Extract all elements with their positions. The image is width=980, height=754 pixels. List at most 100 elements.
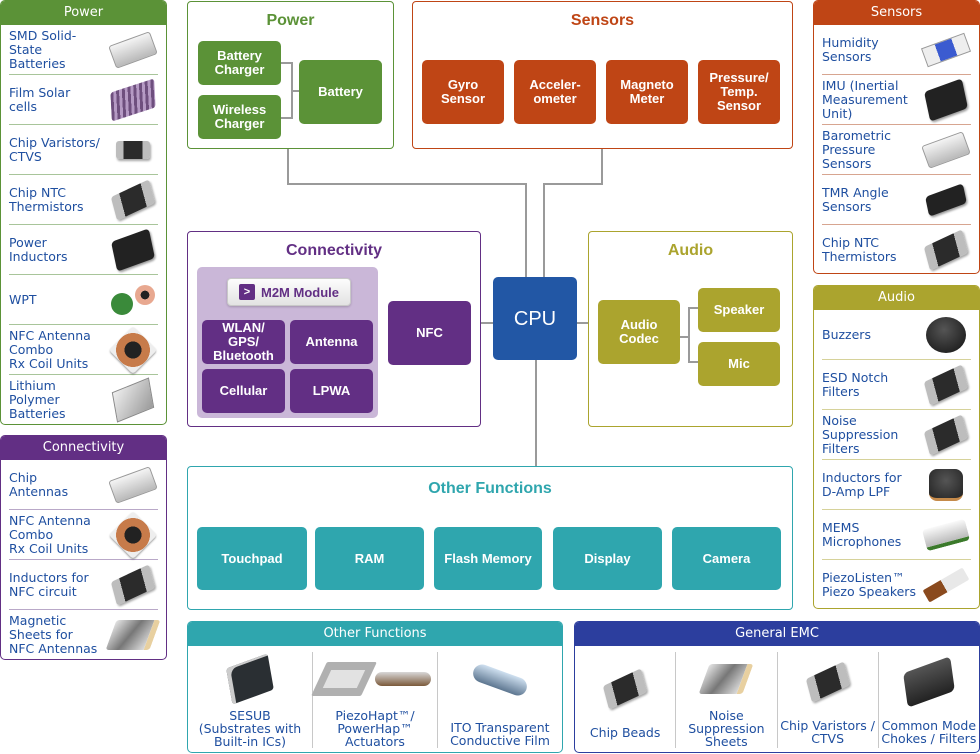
product-link-nfc-inductors[interactable]: Inductors for NFC circuit <box>9 560 158 610</box>
connector-line <box>543 183 545 278</box>
group-title: Sensors <box>570 12 635 29</box>
chip-varistor-icon <box>805 655 850 709</box>
flash-memory-block[interactable]: Flash Memory <box>434 527 542 590</box>
wlan-gps-bluetooth-block[interactable]: WLAN/ GPS/ Bluetooth <box>202 320 285 364</box>
connector-line <box>680 336 690 338</box>
accelerometer-block[interactable]: Acceler- ometer <box>514 60 596 124</box>
touchpad-block[interactable]: Touchpad <box>197 527 307 590</box>
product-link-chip-ntc-thermistors[interactable]: Chip NTC Thermistors <box>9 175 158 225</box>
product-link-barometric-pressure-sensors[interactable]: Barometric Pressure Sensors <box>822 125 971 175</box>
connector-line <box>287 148 289 184</box>
nfc-block[interactable]: NFC <box>388 301 471 365</box>
product-label: Chip NTC Thermistors <box>9 184 84 214</box>
product-label: Chip Varistors/ CTVS <box>9 134 100 164</box>
common-mode-choke-icon <box>902 655 955 709</box>
product-link-imu[interactable]: IMU (Inertial Measurement Unit) <box>822 75 971 125</box>
m2m-module-label: M2M Module <box>261 284 339 300</box>
product-link-power-inductors[interactable]: Power Inductors <box>9 225 158 275</box>
connector-line <box>281 117 293 119</box>
chip-filter-icon <box>921 363 971 406</box>
product-link-smd-solid-state-batteries[interactable]: SMD Solid-State Batteries <box>9 25 158 75</box>
product-link-film-solar-cells[interactable]: Film Solar cells <box>9 75 158 125</box>
product-label: Chip Antennas <box>9 469 69 499</box>
product-link-nfc-antenna-combo[interactable]: NFC Antenna Combo Rx Coil Units <box>9 325 158 375</box>
product-label: PiezoListen™ Piezo Speakers <box>822 570 916 599</box>
cpu-block[interactable]: CPU <box>493 277 577 360</box>
piezo-speaker-icon <box>921 566 971 604</box>
connector-line <box>543 183 603 185</box>
product-link-common-mode-chokes[interactable]: Common Mode Chokes / Filters <box>879 652 979 748</box>
general-emc-products-panel: General EMC Chip Beads Noise Suppression… <box>574 621 980 753</box>
tmr-sensor-icon <box>921 181 971 219</box>
humidity-sensor-icon <box>920 31 972 69</box>
ram-block[interactable]: RAM <box>315 527 424 590</box>
product-link-nfc-antenna-combo[interactable]: NFC Antenna Combo Rx Coil Units <box>9 510 158 560</box>
chip-inductor-icon <box>108 563 158 606</box>
product-label: ESD Notch Filters <box>822 369 889 399</box>
panel-title: Other Functions <box>188 622 562 646</box>
sesub-module-icon <box>226 652 274 706</box>
battery-block[interactable]: Battery <box>299 60 382 124</box>
mems-microphone-icon <box>921 516 971 554</box>
product-link-chip-varistors[interactable]: Chip Varistors/ CTVS <box>9 125 158 175</box>
camera-block[interactable]: Camera <box>672 527 781 590</box>
mic-block[interactable]: Mic <box>698 342 780 386</box>
product-link-tmr-angle-sensors[interactable]: TMR Angle Sensors <box>822 175 971 225</box>
product-link-chip-antennas[interactable]: Chip Antennas <box>9 460 158 510</box>
m2m-module-button[interactable]: > M2M Module <box>227 278 351 306</box>
ito-film-roll-icon <box>470 653 530 707</box>
connector-line <box>601 148 603 185</box>
inductor-icon <box>921 466 971 504</box>
magnetometer-block[interactable]: Magneto Meter <box>606 60 688 124</box>
chevron-right-icon: > <box>239 284 255 300</box>
wpt-module-icon <box>108 281 158 319</box>
lithium-battery-icon <box>108 377 158 423</box>
chip-filter-icon <box>921 413 971 456</box>
product-link-wpt[interactable]: WPT <box>9 275 158 325</box>
audio-codec-block[interactable]: Audio Codec <box>598 300 680 364</box>
connector-line <box>535 359 537 467</box>
wireless-charger-block[interactable]: Wireless Charger <box>198 95 281 139</box>
power-inductor-icon <box>108 227 158 272</box>
product-link-humidity-sensors[interactable]: Humidity Sensors <box>822 25 972 75</box>
antenna-block[interactable]: Antenna <box>290 320 373 364</box>
product-link-ito-film[interactable]: ITO Transparent Conductive Film <box>438 652 562 748</box>
product-link-noise-suppression-sheets[interactable]: Noise Suppression Sheets <box>676 652 778 749</box>
magnetic-sheet-icon <box>105 616 161 654</box>
product-link-sesub[interactable]: SESUB (Substrates with Built-in ICs) <box>188 652 313 748</box>
product-link-chip-beads[interactable]: Chip Beads <box>575 652 677 748</box>
product-link-buzzers[interactable]: Buzzers <box>822 310 971 360</box>
display-block[interactable]: Display <box>553 527 662 590</box>
connector-line <box>281 62 293 64</box>
imu-chip-icon <box>921 77 971 122</box>
pressure-temp-sensor-block[interactable]: Pressure/ Temp. Sensor <box>698 60 780 124</box>
product-link-magnetic-sheets[interactable]: Magnetic Sheets for NFC Antennas <box>9 610 161 659</box>
speaker-block[interactable]: Speaker <box>698 288 780 332</box>
product-label: Barometric Pressure Sensors <box>822 127 892 171</box>
product-link-mems-microphones[interactable]: MEMS Microphones <box>822 510 971 560</box>
product-label: SMD Solid-State Batteries <box>9 27 77 71</box>
product-link-piezohapt-actuators[interactable]: PiezoHapt™/ PowerHap™ Actuators <box>311 652 438 748</box>
battery-charger-block[interactable]: Battery Charger <box>198 41 281 85</box>
group-title: Other Functions <box>428 480 552 497</box>
gyro-sensor-block[interactable]: Gyro Sensor <box>422 60 504 124</box>
product-link-chip-varistors[interactable]: Chip Varistors / CTVS <box>778 652 879 748</box>
product-label: Chip Varistors / CTVS <box>780 718 876 746</box>
product-link-chip-ntc-thermistors[interactable]: Chip NTC Thermistors <box>822 225 971 273</box>
product-label: Inductors for NFC circuit <box>9 569 89 599</box>
product-link-lithium-polymer-batteries[interactable]: Lithium Polymer Batteries <box>9 375 158 424</box>
pressure-sensor-icon <box>921 130 971 169</box>
connector-line <box>525 183 527 278</box>
group-title: Connectivity <box>285 242 382 259</box>
product-link-inductors-d-amp[interactable]: Inductors for D-Amp LPF <box>822 460 971 510</box>
product-link-piezo-speakers[interactable]: PiezoListen™ Piezo Speakers <box>822 560 971 608</box>
connector-line <box>287 183 527 185</box>
product-link-esd-notch-filters[interactable]: ESD Notch Filters <box>822 360 971 410</box>
nfc-coil-icon <box>108 325 158 374</box>
cellular-block[interactable]: Cellular <box>202 369 285 413</box>
lpwa-block[interactable]: LPWA <box>290 369 373 413</box>
chip-varistor-icon <box>108 131 158 169</box>
product-label: Buzzers <box>822 326 871 342</box>
product-link-noise-suppression-filters[interactable]: Noise Suppression Filters <box>822 410 971 460</box>
product-label: Noise Suppression Sheets <box>688 708 765 749</box>
